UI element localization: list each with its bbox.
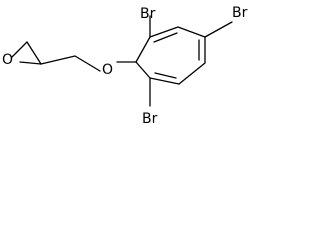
atom-label-br-top-right: Br — [232, 5, 248, 21]
bond-ring-c2-c3 — [149, 26, 179, 38]
atom-label-br-top-left: Br — [140, 6, 156, 22]
atom-label-epoxide-oxygen: O — [2, 52, 13, 68]
bond-epoxide-c1-c2 — [26, 41, 42, 65]
bond-ring-c6-c1b — [149, 77, 180, 85]
bond-epoxide-c2-o — [19, 61, 42, 65]
bond-to-br-top-right — [204, 21, 233, 38]
bond-epoxide-c1-o — [11, 41, 28, 58]
bond-ch2-to-ether-oxygen — [74, 55, 101, 72]
bond-ring-c5-c6 — [178, 62, 206, 85]
bond-epoxide-to-ch2 — [40, 55, 76, 65]
atom-label-ether-oxygen: O — [102, 62, 113, 78]
bond-ring-c1b-c1 — [135, 61, 151, 79]
structure-canvas: O O Br Br Br — [0, 0, 268, 136]
double-bond-inner-bottom — [154, 72, 177, 79]
bond-ring-c1-c2 — [135, 36, 151, 63]
bond-ring-c3-c4 — [177, 26, 206, 38]
atom-label-br-bottom: Br — [142, 111, 158, 127]
double-bond-inner-top — [153, 32, 178, 43]
molecule-structure: O O Br Br Br — [2, 5, 248, 127]
